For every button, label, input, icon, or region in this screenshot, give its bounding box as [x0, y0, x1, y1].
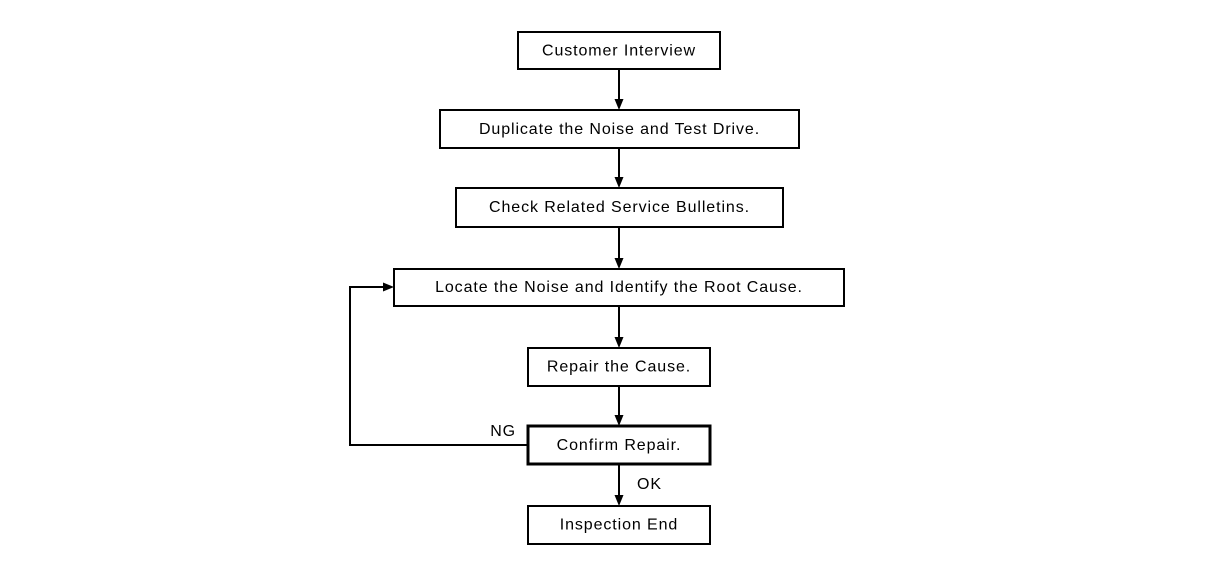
- edge-confirm-to-locate-ng: [349, 282, 528, 446]
- arrow-head-icon: [614, 99, 624, 110]
- arrow-head-icon: [614, 177, 624, 188]
- node-customer-interview[interactable]: Customer Interview: [517, 31, 721, 70]
- edge-interview-to-duplicate: [614, 69, 624, 110]
- edge-confirm-to-end-ok: [614, 464, 624, 506]
- node-label-repair-cause: Repair the Cause.: [547, 359, 691, 376]
- node-label-confirm-repair: Confirm Repair.: [557, 437, 682, 454]
- node-label-inspection-end: Inspection End: [560, 517, 678, 534]
- node-check-bulletins[interactable]: Check Related Service Bulletins.: [455, 187, 784, 228]
- edge-locate-to-repair: [614, 306, 624, 348]
- node-label-check-bulletins: Check Related Service Bulletins.: [489, 199, 750, 216]
- node-confirm-repair[interactable]: Confirm Repair.: [526, 424, 712, 466]
- edge-repair-to-confirm: [614, 386, 624, 426]
- node-duplicate-noise[interactable]: Duplicate the Noise and Test Drive.: [439, 109, 800, 149]
- arrow-head-icon: [614, 337, 624, 348]
- node-inspection-end[interactable]: Inspection End: [527, 505, 711, 545]
- node-locate-noise[interactable]: Locate the Noise and Identify the Root C…: [393, 268, 845, 307]
- arrow-head-icon: [614, 415, 624, 426]
- edge-bulletins-to-locate: [614, 227, 624, 269]
- edge-duplicate-to-bulletins: [614, 148, 624, 188]
- node-label-duplicate-noise: Duplicate the Noise and Test Drive.: [479, 121, 760, 138]
- arrow-head-icon: [614, 258, 624, 269]
- edge-label-ng: NG: [490, 423, 516, 440]
- node-repair-cause[interactable]: Repair the Cause.: [527, 347, 711, 387]
- arrow-head-icon: [383, 282, 394, 292]
- arrow-head-icon: [614, 495, 624, 506]
- edge-label-ok: OK: [637, 476, 662, 493]
- node-label-customer-interview: Customer Interview: [542, 43, 696, 60]
- node-label-locate-noise: Locate the Noise and Identify the Root C…: [435, 279, 803, 296]
